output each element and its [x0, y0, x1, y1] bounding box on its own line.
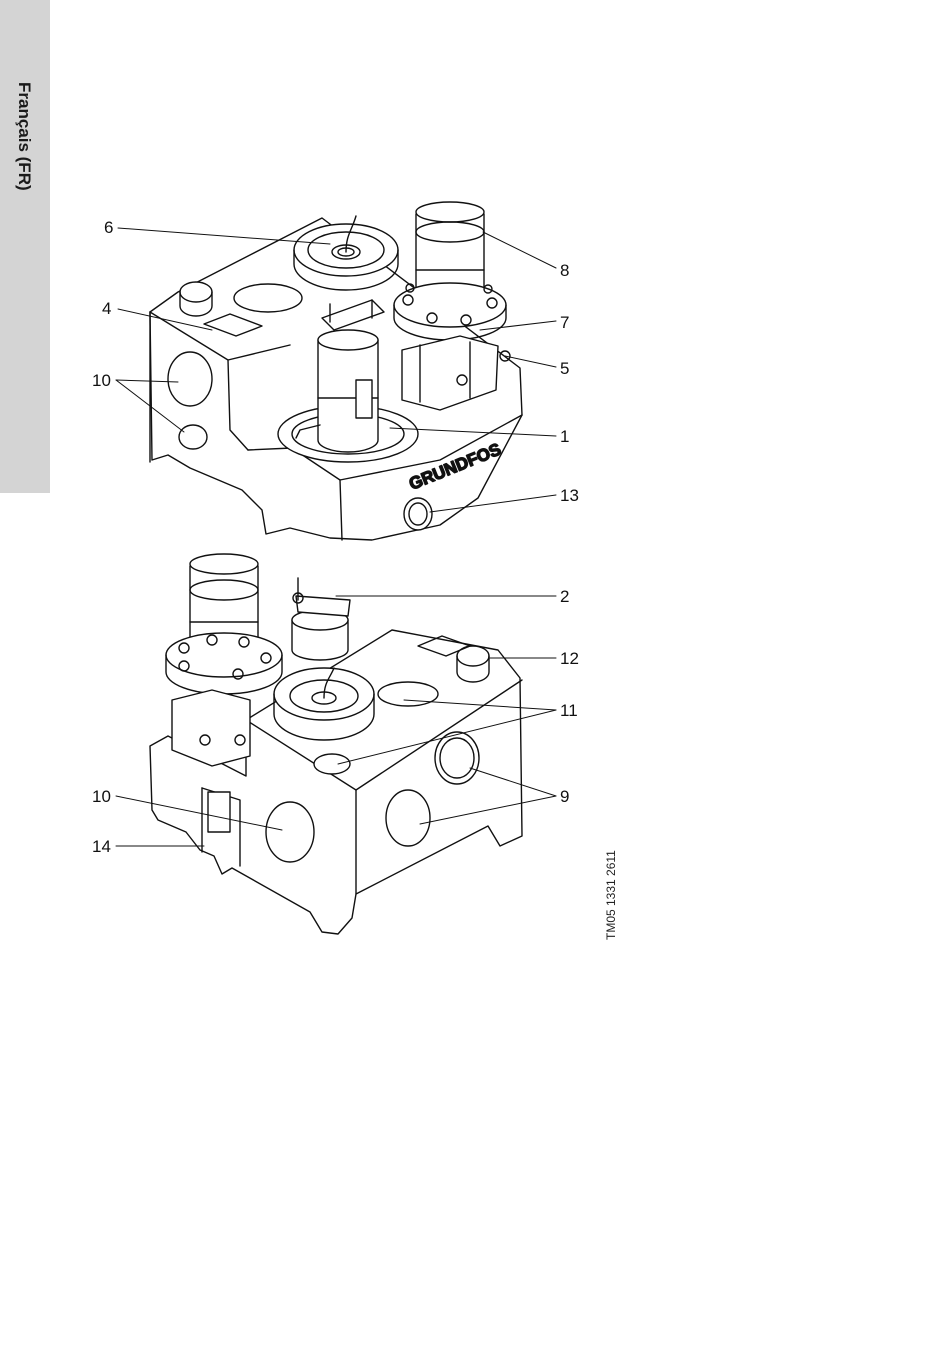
- callout-14: 14: [92, 837, 111, 856]
- callout-6: 6: [104, 218, 113, 237]
- callout-4: 4: [102, 299, 111, 318]
- callout-7: 7: [560, 313, 569, 332]
- callout-1: 1: [560, 427, 569, 446]
- callout-13: 13: [560, 486, 579, 505]
- callout-2: 2: [560, 587, 569, 606]
- callout-10-bottom: 10: [92, 787, 111, 806]
- callout-5: 5: [560, 359, 569, 378]
- bottom-view-drawing: [150, 554, 522, 934]
- callout-9: 9: [560, 787, 569, 806]
- callout-11: 11: [560, 701, 578, 720]
- callout-12: 12: [560, 649, 579, 668]
- figure-code: TM05 1331 2611: [604, 850, 618, 940]
- top-view-drawing: [150, 202, 522, 540]
- callout-8: 8: [560, 261, 569, 280]
- callout-10-top: 10: [92, 371, 111, 390]
